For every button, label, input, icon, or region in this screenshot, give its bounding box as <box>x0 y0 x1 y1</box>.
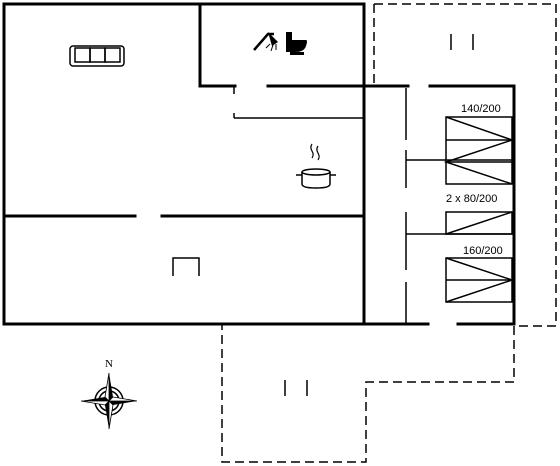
bed-cover <box>445 257 515 303</box>
shower-head <box>268 32 278 46</box>
compass-rose-icon: N <box>80 358 138 430</box>
compass-point-n <box>109 373 113 401</box>
cooking-pot-icon <box>296 143 336 189</box>
toilet-tank <box>286 32 292 52</box>
shower-spray <box>265 43 277 52</box>
bed-140-200: 140/200 <box>443 103 515 185</box>
sofa-cushion <box>89 47 106 63</box>
steam <box>310 143 320 161</box>
compass-point-e <box>109 401 137 405</box>
door-marker <box>284 380 308 396</box>
compass-point-w <box>81 397 109 401</box>
toilet-bowl <box>292 40 307 52</box>
bed-160-200: 160/200 <box>445 245 515 303</box>
bed <box>445 211 513 235</box>
sofa-cushion <box>74 47 91 63</box>
bed <box>445 116 513 185</box>
compass-point-w <box>80 400 110 406</box>
bed-label: 140/200 <box>461 103 501 115</box>
sofa-cushion <box>104 47 121 63</box>
fireplace-outline <box>172 257 200 276</box>
shower-icon <box>253 32 278 52</box>
pot-body <box>301 172 331 189</box>
terrace-outline <box>374 3 557 327</box>
bed-2x80-200: 2 x 80/200 <box>445 193 513 235</box>
door-marker <box>450 34 474 50</box>
compass-point-e <box>108 396 138 402</box>
sofa-icon <box>69 45 125 67</box>
wall <box>198 2 237 88</box>
bed-label: 160/200 <box>463 245 503 257</box>
fireplace-icon <box>172 257 200 276</box>
compass-point-s <box>105 401 109 429</box>
bed-label: 2 x 80/200 <box>446 193 497 205</box>
shower-pipe <box>253 32 274 51</box>
terrace-outline <box>221 324 515 463</box>
toilet-icon <box>286 32 307 55</box>
bed-cover <box>445 211 513 235</box>
bed-cover <box>443 116 515 185</box>
pot-rim <box>301 168 331 176</box>
terrace-outlines <box>221 3 557 463</box>
compass-north-label: N <box>105 358 113 370</box>
door-marker-icon <box>284 34 474 396</box>
toilet-base <box>290 52 304 55</box>
walls <box>2 2 516 326</box>
sofa-body <box>69 45 125 67</box>
